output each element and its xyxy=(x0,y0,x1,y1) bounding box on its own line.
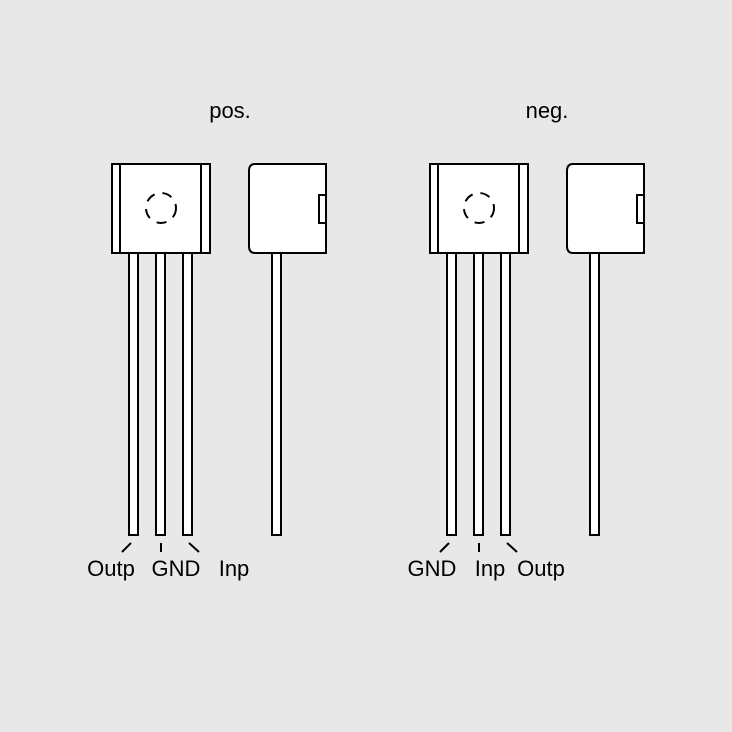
variant-title-neg: neg. xyxy=(526,98,569,123)
pin-label-1-neg: GND xyxy=(408,556,457,581)
pin-label-3-neg: Outp xyxy=(517,556,565,581)
pin-label-2-pos: GND xyxy=(152,556,201,581)
lead-2 xyxy=(155,252,166,536)
lead-1 xyxy=(128,252,139,536)
lead-2 xyxy=(473,252,484,536)
package-body xyxy=(429,163,529,254)
package-leads-neg xyxy=(446,252,511,536)
variant-pos: pos. Outp GND Inp xyxy=(87,98,327,581)
pin-label-1-pos: Outp xyxy=(87,556,135,581)
package-side-view-neg xyxy=(566,163,645,536)
package-front-view-pos xyxy=(111,163,211,254)
pin-label-3-pos: Inp xyxy=(219,556,250,581)
pin-label-2-neg: Inp xyxy=(475,556,506,581)
lead-3 xyxy=(182,252,193,536)
package-front-view-neg xyxy=(429,163,529,254)
package-body xyxy=(111,163,211,254)
ejector-mark-icon xyxy=(463,192,495,224)
variant-title-pos: pos. xyxy=(209,98,251,123)
lead-3 xyxy=(500,252,511,536)
variant-neg: neg. GND Inp Outp xyxy=(408,98,645,581)
ejector-mark-icon xyxy=(145,192,177,224)
lead-1 xyxy=(446,252,457,536)
package-leads-pos xyxy=(128,252,193,536)
lead-side xyxy=(271,252,282,536)
package-side-view-pos xyxy=(248,163,327,536)
lead-side xyxy=(589,252,600,536)
